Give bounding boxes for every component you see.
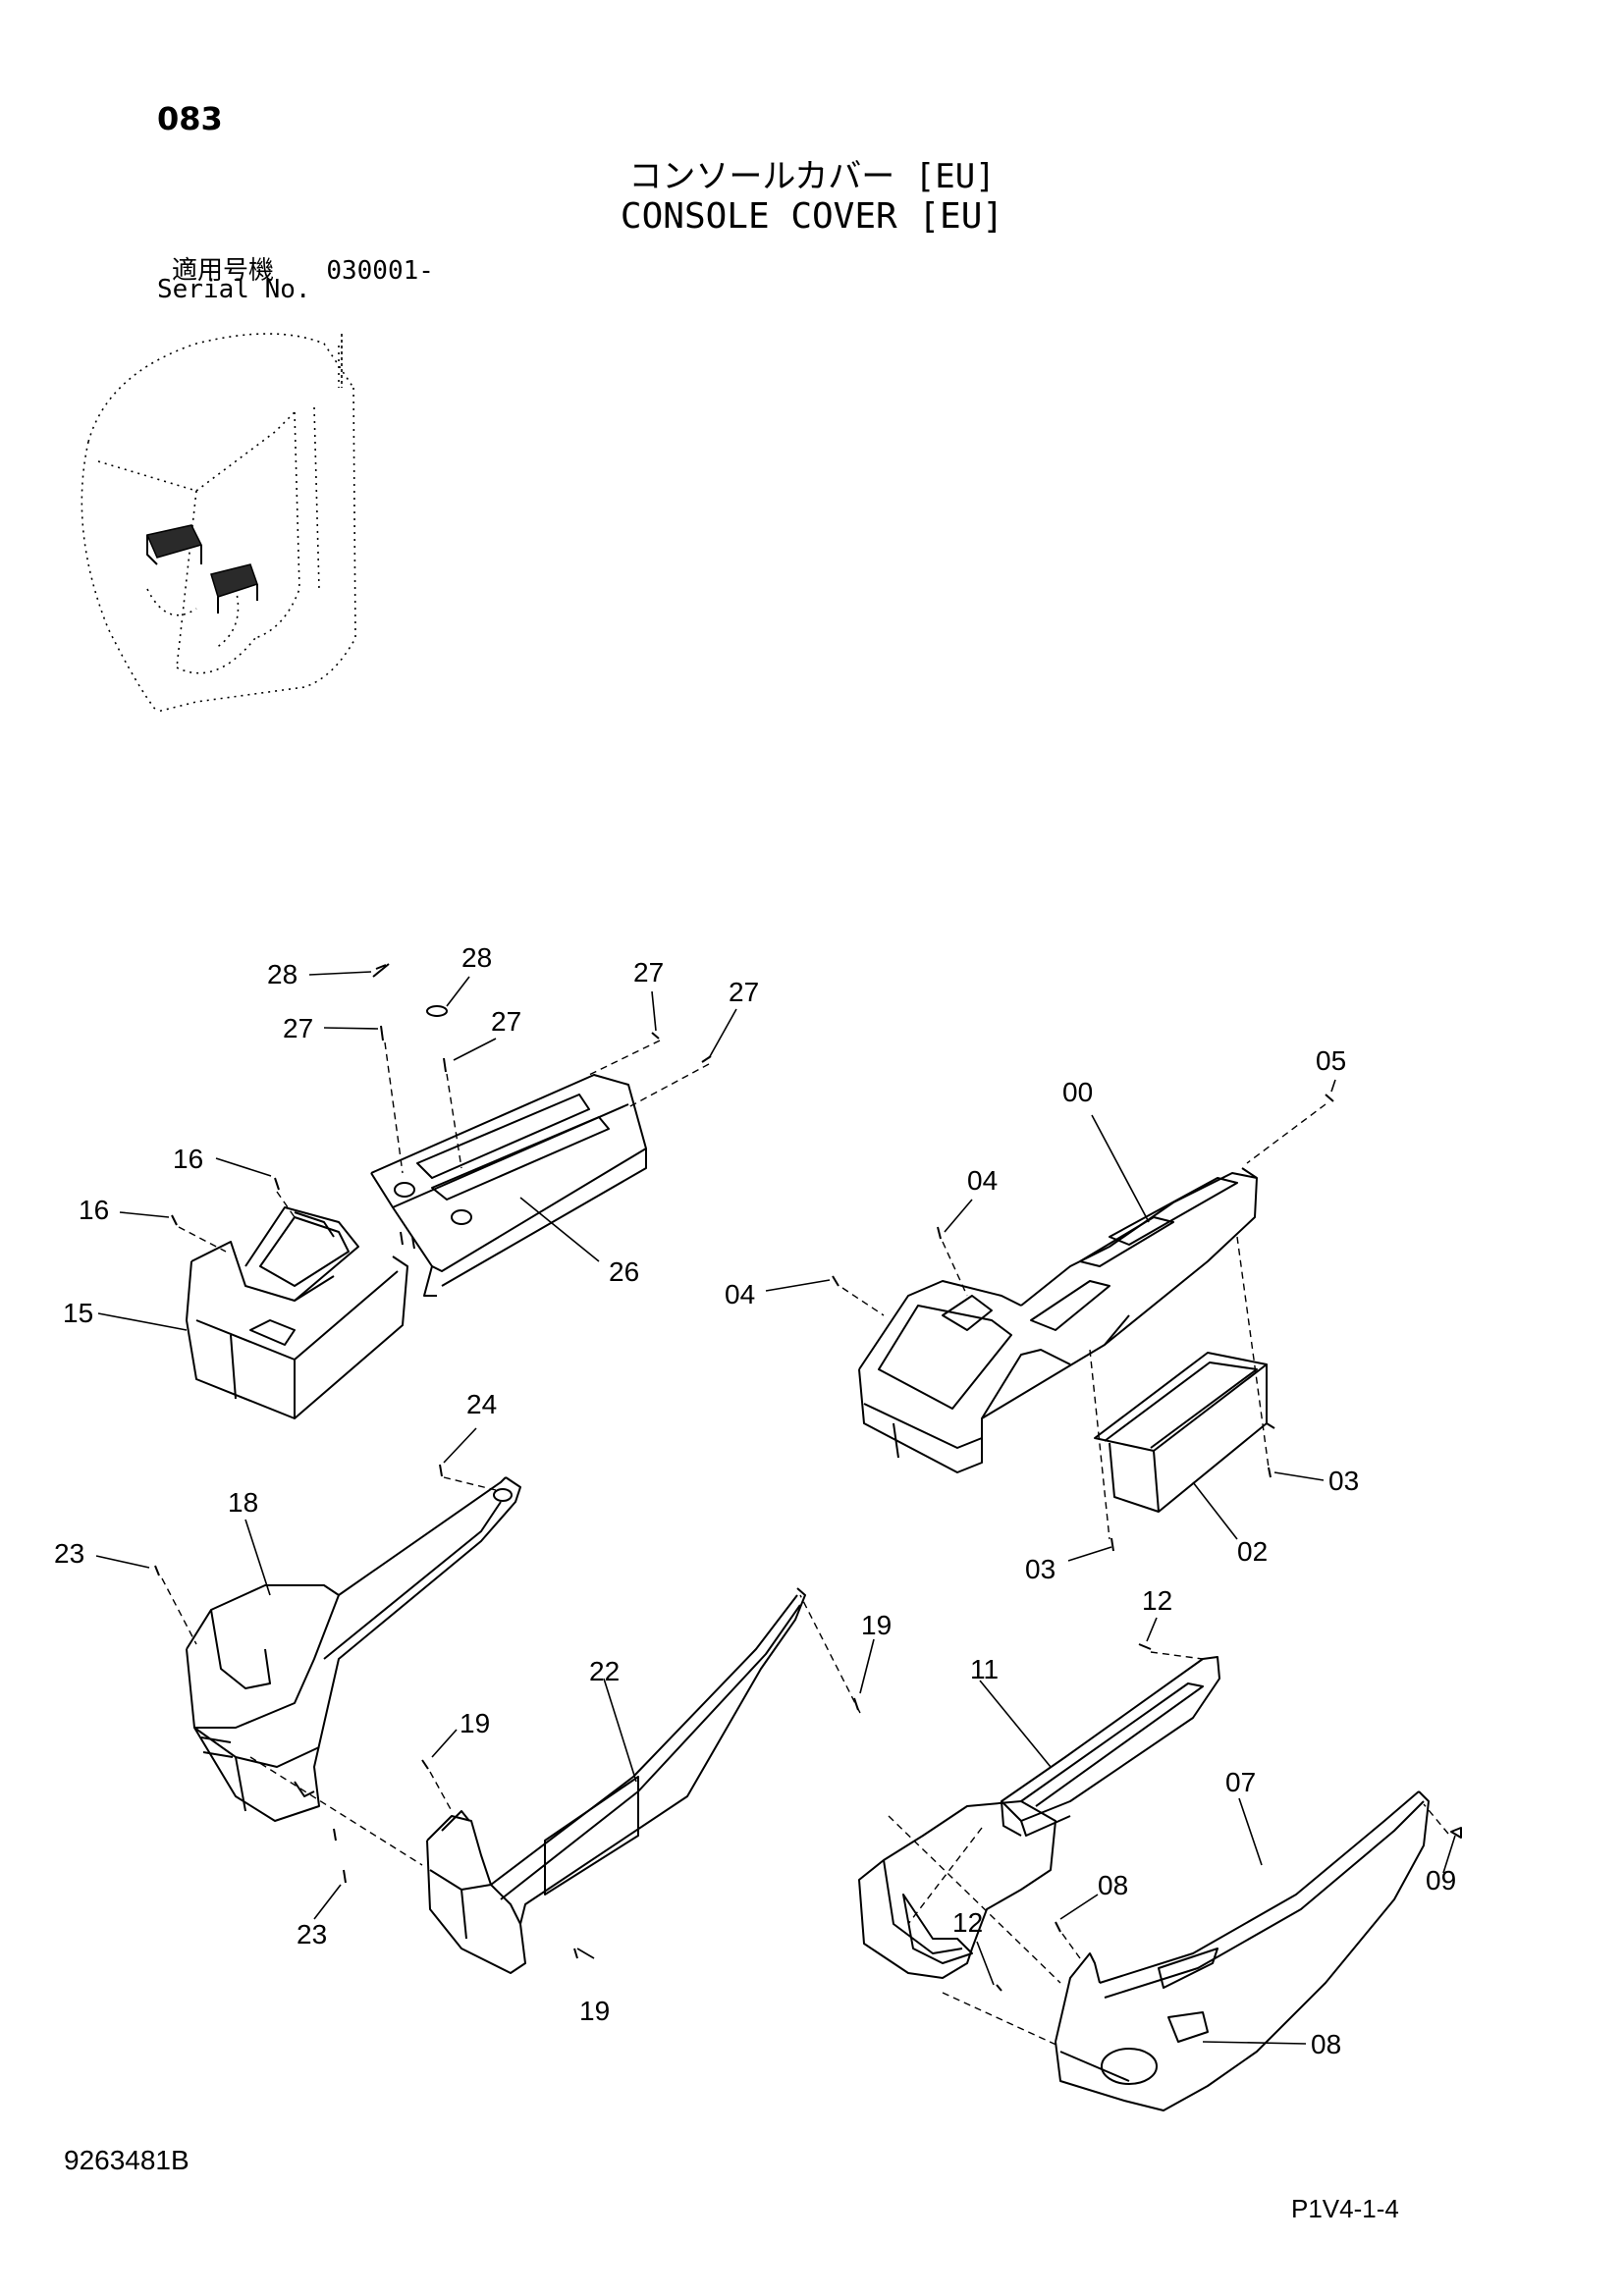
fastener-12a [1138,1643,1152,1650]
callout-28b: 28 [461,942,492,973]
callout-16a: 16 [173,1144,203,1174]
fastener-23a [154,1565,160,1576]
part-15-console-box [186,1206,408,1419]
callout-19a: 19 [460,1708,490,1738]
callout-04b: 04 [967,1165,998,1196]
callout-15: 15 [63,1298,93,1328]
callout-16b: 16 [79,1195,109,1225]
callout-24: 24 [466,1389,497,1419]
callout-labels: 28 28 27 27 27 27 16 16 15 26 04 04 00 0… [54,942,1456,2059]
callout-11: 11 [970,1654,999,1684]
serial-label-english: Serial No. [157,275,311,304]
fastener-04a [832,1275,839,1287]
part-18-side-cover [186,1476,521,1822]
fastener-03b [1110,1537,1114,1552]
cab-overview-illustration [81,333,356,713]
fastener-03a [1268,1467,1272,1478]
fastener-23b [333,1828,347,1884]
fastener-27b [443,1057,447,1073]
callout-08b: 08 [1311,2029,1341,2059]
page-code: P1V4-1-4 [1291,2194,1399,2223]
callout-04a: 04 [725,1279,755,1309]
part-00-main-console [858,1167,1258,1473]
callout-27a: 27 [283,1013,313,1043]
leader-lines [95,971,1456,2045]
fastener-24 [439,1464,443,1477]
fastener-28b [426,1005,448,1017]
fastener-16b [171,1214,178,1226]
callout-22: 22 [589,1656,620,1686]
callout-23a: 23 [54,1538,84,1569]
part-07-08-right-cover [858,1790,1430,2111]
callout-28a: 28 [267,959,298,989]
fastener-09 [1450,1827,1462,1839]
serial-value: 030001- [326,256,434,286]
callout-00: 00 [1062,1077,1093,1107]
fastener-04b [937,1226,942,1240]
callout-03a: 03 [1328,1466,1359,1496]
fastener-27c [651,1032,660,1040]
fastener-27a [380,1025,384,1041]
callout-27b: 27 [491,1006,521,1037]
part-02-tray [1094,1352,1275,1513]
callout-05: 05 [1316,1045,1346,1076]
callout-23b: 23 [297,1919,327,1949]
callout-09: 09 [1426,1865,1456,1896]
title-english: CONSOLE COVER [EU] [620,196,1004,237]
fastener-19a [421,1759,429,1770]
assembly-lines [161,1040,1449,2048]
callout-02: 02 [1237,1536,1268,1567]
part-11-side-panel [1001,1656,1220,1837]
fastener-12b [996,1984,1002,1992]
callout-03b: 03 [1025,1554,1056,1584]
serial-label-jp-text: 適用号機 [172,256,275,286]
document-number: 9263481B [64,2145,189,2175]
callout-27d: 27 [729,977,759,1007]
part-22-middle-cover [426,1587,806,1974]
callout-18: 18 [228,1487,258,1518]
fastener-08a [1055,1921,1061,1933]
callout-12a: 12 [1142,1585,1172,1616]
fastener-16a [274,1177,280,1191]
fastener-28a [372,963,390,978]
page-number: 083 [157,100,223,137]
callout-07: 07 [1225,1767,1256,1797]
fastener-19c [573,1948,578,1959]
callout-12b: 12 [952,1907,983,1938]
callout-26: 26 [609,1256,639,1287]
serial-label-japanese: 適用号機 030001- [172,250,434,287]
part-26-top-cover-plate [370,1074,647,1297]
fastener-05 [1325,1094,1334,1102]
callout-27c: 27 [633,957,664,988]
callout-08a: 08 [1098,1870,1128,1900]
callout-19b: 19 [861,1610,892,1640]
callout-19c: 19 [579,1996,610,2026]
title-japanese: コンソールカバー [EU] [628,157,996,196]
fasteners [154,963,1462,1992]
